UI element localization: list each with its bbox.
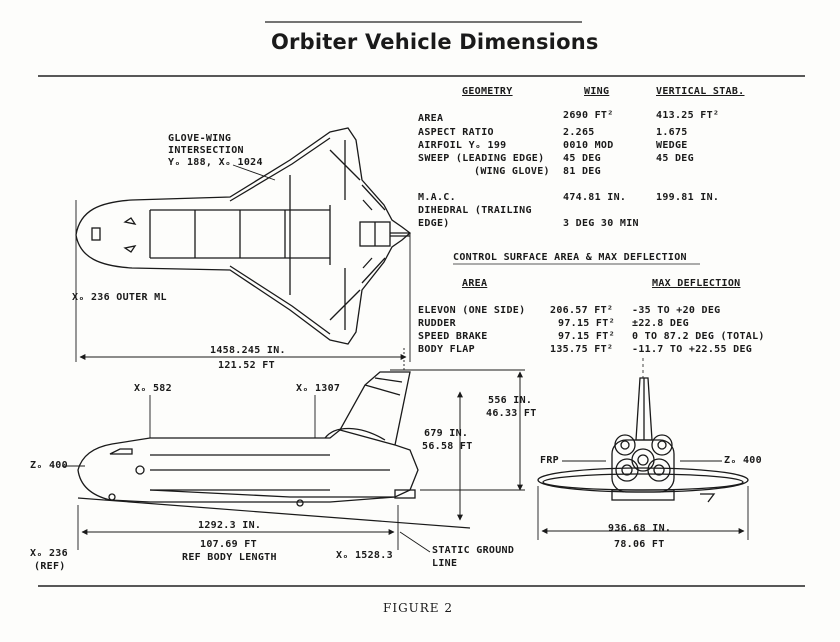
control-label: ELEVON (ONE SIDE) [418, 305, 526, 316]
h556-ft-label: 46.33 FT [486, 408, 537, 419]
static-ground-line [77, 497, 471, 529]
control-label: BODY FLAP [418, 344, 475, 355]
geom-label: SWEEP (LEADING EDGE) [418, 153, 545, 164]
orbiter-front-view [537, 377, 749, 503]
static-ground-label: LINE [432, 558, 458, 569]
area-header: AREA [462, 278, 488, 289]
h679-in-label: 679 IN. [424, 428, 469, 439]
control-deflection: ±22.8 DEG [632, 318, 689, 329]
orbiter-side-view [77, 371, 419, 507]
control-label: SPEED BRAKE [418, 331, 488, 342]
body-length-in-label: 1292.3 IN. [198, 520, 262, 531]
frp-label: FRP [540, 455, 559, 466]
max-deflection-header: MAX DEFLECTION [652, 278, 741, 289]
h679-ft-label: 56.58 FT [422, 441, 473, 452]
geom-wing: 0010 MOD [563, 140, 614, 151]
geom-wing: 3 DEG 30 MIN [563, 218, 639, 229]
control-area: 135.75 FT² [550, 344, 614, 355]
control-label: RUDDER [418, 318, 456, 329]
geom-stab: WEDGE [656, 140, 688, 151]
geom-label: ASPECT RATIO [418, 127, 494, 138]
wing-header: WING [584, 86, 610, 97]
control-deflection: -11.7 TO +22.55 DEG [632, 344, 753, 355]
outer-ml-label: Xₒ 236 OUTER ML [72, 292, 167, 303]
geom-stab: 45 DEG [656, 153, 694, 164]
geom-stab: 199.81 IN. [656, 192, 720, 203]
geom-label: M.A.C. [418, 192, 456, 203]
span-in-label: 936.68 IN. [608, 523, 672, 534]
geom-wing: 45 DEG [563, 153, 601, 164]
control-area: 97.15 FT² [558, 331, 615, 342]
ref-body-length-label: REF BODY LENGTH [182, 552, 277, 563]
x236-ref-label: Xₒ 236 [30, 548, 68, 559]
x1528-label: Xₒ 1528.3 [336, 550, 393, 561]
static-ground-label: STATIC GROUND [432, 545, 515, 556]
span-ft-label: 78.06 FT [614, 539, 665, 550]
control-area: 206.57 FT² [550, 305, 614, 316]
page-title: Orbiter Vehicle Dimensions [271, 30, 599, 54]
control-area: 97.15 FT² [558, 318, 615, 329]
glove-wing-label: INTERSECTION [168, 145, 244, 156]
geom-stab: 413.25 FT² [656, 110, 720, 121]
ref-label: (REF) [34, 561, 66, 572]
glove-wing-label: Yₒ 188, Xₒ 1024 [168, 157, 263, 168]
x1307-label: Xₒ 1307 [296, 383, 341, 394]
x582-label: Xₒ 582 [134, 383, 172, 394]
length-in-label: 1458.245 IN. [210, 345, 286, 356]
z400-side-label: Zₒ 400 [30, 460, 68, 471]
orbiter-top-view [75, 127, 412, 345]
length-ft-label: 121.52 FT [218, 360, 275, 371]
glove-wing-label: GLOVE-WING [168, 133, 232, 144]
geom-wing: 2.265 [563, 127, 595, 138]
control-deflection: -35 TO +20 DEG [632, 305, 721, 316]
geom-label: EDGE) [418, 218, 450, 229]
geometry-header: GEOMETRY [462, 86, 513, 97]
geom-label: DIHEDRAL (TRAILING [418, 205, 532, 216]
control-table-title: CONTROL SURFACE AREA & MAX DEFLECTION [453, 252, 687, 263]
geom-stab: 1.675 [656, 127, 688, 138]
geom-label: (WING GLOVE) [474, 166, 550, 177]
geom-wing: 81 DEG [563, 166, 601, 177]
geom-wing: 2690 FT² [563, 110, 614, 121]
figure-caption: FIGURE 2 [383, 601, 454, 615]
vertical-stab-header: VERTICAL STAB. [656, 86, 745, 97]
geom-label: AIRFOIL Yₒ 199 [418, 140, 507, 151]
body-length-ft-label: 107.69 FT [200, 539, 257, 550]
h556-in-label: 556 IN. [488, 395, 533, 406]
geom-label: AREA [418, 113, 444, 124]
z400-front-label: Zₒ 400 [724, 455, 762, 466]
geom-wing: 474.81 IN. [563, 192, 627, 203]
control-deflection: 0 TO 87.2 DEG (TOTAL) [632, 331, 765, 342]
